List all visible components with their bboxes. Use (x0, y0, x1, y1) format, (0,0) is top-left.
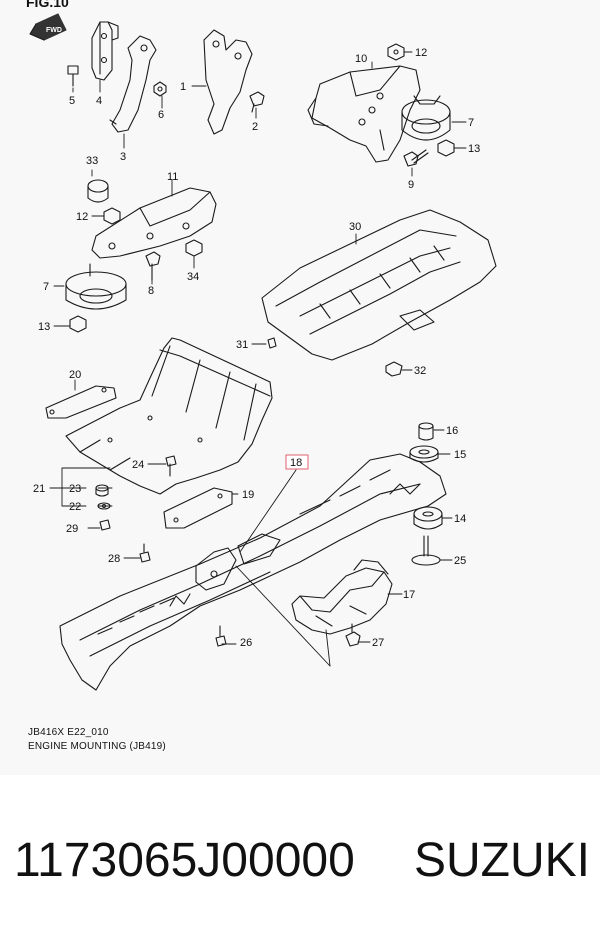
part-bracket-3 (109, 35, 157, 133)
callout-18: 18 (290, 457, 302, 469)
callout-3: 3 (120, 151, 126, 163)
part-bracket-1 (203, 29, 253, 135)
part-bush-23 (95, 484, 109, 497)
callout-23: 23 (69, 483, 81, 495)
callout-21: 21 (33, 483, 45, 495)
callout-29: 29 (66, 523, 78, 535)
part-nut-13-left (69, 315, 87, 333)
part-nut-12-left (103, 207, 121, 225)
callout-6: 6 (158, 109, 164, 121)
callout-30: 30 (349, 221, 361, 233)
callout-10: 10 (355, 53, 367, 65)
callout-8: 8 (148, 285, 154, 297)
part-bracket-20 (45, 385, 117, 419)
fwd-label: FWD (46, 27, 62, 34)
part-bush-15 (409, 445, 439, 463)
callout-31: 31 (236, 339, 248, 351)
callout-13-left: 13 (38, 321, 50, 333)
part-bracket-11 (91, 187, 217, 259)
callout-11: 11 (167, 171, 178, 183)
part-bolt-26 (215, 625, 227, 647)
part-nut-12-top (387, 43, 405, 61)
callout-25: 25 (454, 555, 466, 567)
leader-lines (49, 51, 467, 667)
callout-12-left: 12 (76, 211, 88, 223)
callout-4: 4 (96, 95, 102, 107)
callout-24: 24 (132, 459, 144, 471)
part-nut-6 (153, 81, 167, 97)
part-rubber-33 (87, 179, 109, 203)
part-bracket-10 (307, 65, 421, 163)
part-nut-34 (185, 239, 203, 257)
callout-16: 16 (446, 425, 458, 437)
callout-14: 14 (454, 513, 466, 525)
callout-13-top: 13 (468, 143, 480, 155)
exploded-parts-diagram: FWD (29, 13, 497, 691)
part-nut-27 (345, 623, 361, 647)
callout-5: 5 (69, 95, 75, 107)
callout-7-left: 7 (43, 281, 49, 293)
callout-18-highlight-box (285, 454, 309, 470)
diagram-area: FIG.10 FWD (26, 0, 497, 752)
callout-labels: 1 2 3 4 5 6 7 7 8 9 10 11 12 12 13 13 14… (33, 47, 480, 649)
callout-28: 28 (108, 553, 120, 565)
callout-1: 1 (180, 81, 186, 93)
callout-22: 22 (69, 501, 81, 513)
part-bolt-25 (411, 535, 441, 566)
part-crossmember-18 (59, 453, 447, 691)
part-nut-32 (385, 361, 403, 377)
callout-2: 2 (252, 121, 258, 133)
part-number: 1173065J00000 (14, 834, 355, 887)
part-bolt-29 (99, 519, 111, 531)
callout-20: 20 (69, 369, 81, 381)
product-footer (0, 775, 600, 932)
part-skid-plate-21 (65, 337, 273, 495)
part-skid-plate-30 (261, 209, 497, 361)
part-bolt-28 (139, 543, 151, 563)
figure-header: FIG.10 (26, 0, 69, 10)
callout-19: 19 (242, 489, 254, 501)
callout-34: 34 (187, 271, 199, 283)
part-engine-mount-17 (291, 559, 393, 635)
part-engine-mount-7-left (65, 263, 127, 310)
part-bracket-19 (163, 487, 233, 529)
callout-27: 27 (372, 637, 384, 649)
callout-32: 32 (414, 365, 426, 377)
callout-17: 17 (403, 589, 415, 601)
part-nut-13-top (437, 139, 455, 157)
part-engine-mount-7-top (401, 95, 451, 141)
diagram-title: ENGINE MOUNTING (JB419) (28, 741, 166, 752)
callout-9: 9 (408, 179, 414, 191)
diagram-code: JB416X E22_010 (28, 727, 109, 738)
part-bush-14 (413, 506, 443, 530)
fwd-arrow-icon: FWD (29, 13, 67, 41)
callout-26: 26 (240, 637, 252, 649)
callout-7-top: 7 (468, 117, 474, 129)
part-bolt-5 (67, 65, 79, 87)
part-bolt-8 (145, 251, 161, 281)
part-bolt-9 (403, 149, 429, 167)
part-bracket-4 (91, 21, 119, 81)
part-bolt-16 (418, 422, 434, 441)
part-bolt-2 (249, 91, 265, 113)
callout-15: 15 (454, 449, 466, 461)
part-bolt-24 (165, 455, 177, 477)
part-bolt-31 (267, 337, 277, 349)
callout-33: 33 (86, 155, 98, 167)
callout-12-top: 12 (415, 47, 427, 59)
brand-name: SUZUKI (414, 834, 591, 887)
